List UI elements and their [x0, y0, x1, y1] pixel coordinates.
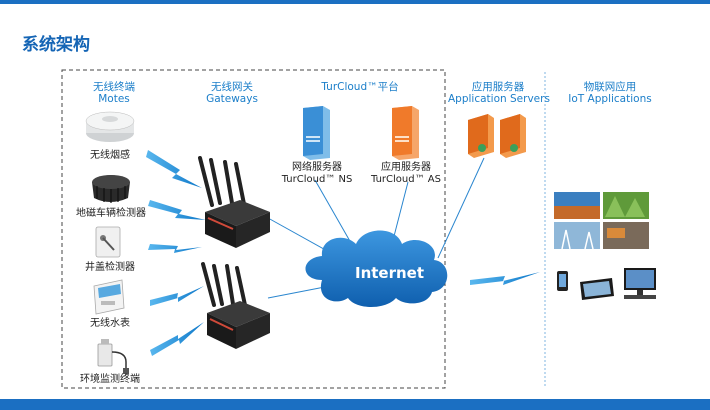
application-server-label-en: TurCloud™ AS	[371, 174, 441, 185]
iot-apps-header-en: IoT Applications	[568, 93, 652, 105]
network-server-label-cn: 网络服务器	[292, 162, 342, 173]
motes-header-cn: 无线终端	[93, 81, 135, 93]
gateways-header-cn: 无线网关	[211, 81, 253, 93]
app-servers-header: 应用服务器 Application Servers	[448, 81, 550, 105]
device-label-water-meter: 无线水表	[90, 318, 130, 329]
gateways-header: 无线网关 Gateways	[196, 81, 268, 105]
geomagnetic-sensor-icon	[92, 175, 130, 203]
iot-apps-header: 物联网应用 IoT Applications	[562, 81, 658, 105]
device-label-geomagnetic: 地磁车辆检测器	[76, 208, 146, 219]
device-label-smoke: 无线烟感	[90, 150, 130, 161]
device-label-manhole: 井盖检测器	[85, 262, 135, 273]
iot-apps-header-cn: 物联网应用	[583, 81, 637, 93]
page-title: 系统架构	[22, 35, 90, 55]
motes-header: 无线终端 Motes	[78, 81, 150, 105]
turcloud-boundary	[61, 69, 446, 389]
app-servers-icon	[468, 114, 526, 158]
end-user-devices-icon	[557, 268, 656, 300]
smoke-detector-icon	[85, 111, 135, 142]
device-label-environment: 环境监测终端	[80, 374, 140, 385]
application-server-label: 应用服务器 TurCloud™ AS	[366, 162, 446, 186]
motes-header-en: Motes	[98, 93, 130, 105]
wireless-links	[146, 150, 540, 356]
top-accent-bar	[0, 0, 710, 4]
network-server-icon	[303, 106, 330, 160]
platform-header: TurCloud™平台	[321, 81, 399, 93]
gateway-1-icon	[198, 156, 270, 248]
water-meter-icon	[93, 279, 125, 315]
gateway-2-icon	[201, 262, 270, 349]
environment-sensor-icon	[97, 339, 129, 374]
internet-label: Internet	[355, 264, 425, 282]
application-server-label-cn: 应用服务器	[381, 162, 431, 173]
iot-applications-photos	[554, 192, 649, 250]
bottom-accent-bar	[0, 399, 710, 410]
app-servers-header-en: Application Servers	[448, 93, 550, 105]
app-servers-header-cn: 应用服务器	[471, 81, 525, 93]
internet-cloud	[305, 230, 448, 307]
network-server-label: 网络服务器 TurCloud™ NS	[277, 162, 357, 186]
application-server-icon	[392, 106, 419, 160]
network-server-label-en: TurCloud™ NS	[281, 174, 353, 185]
manhole-detector-icon	[95, 226, 121, 258]
gateways-header-en: Gateways	[206, 93, 258, 105]
